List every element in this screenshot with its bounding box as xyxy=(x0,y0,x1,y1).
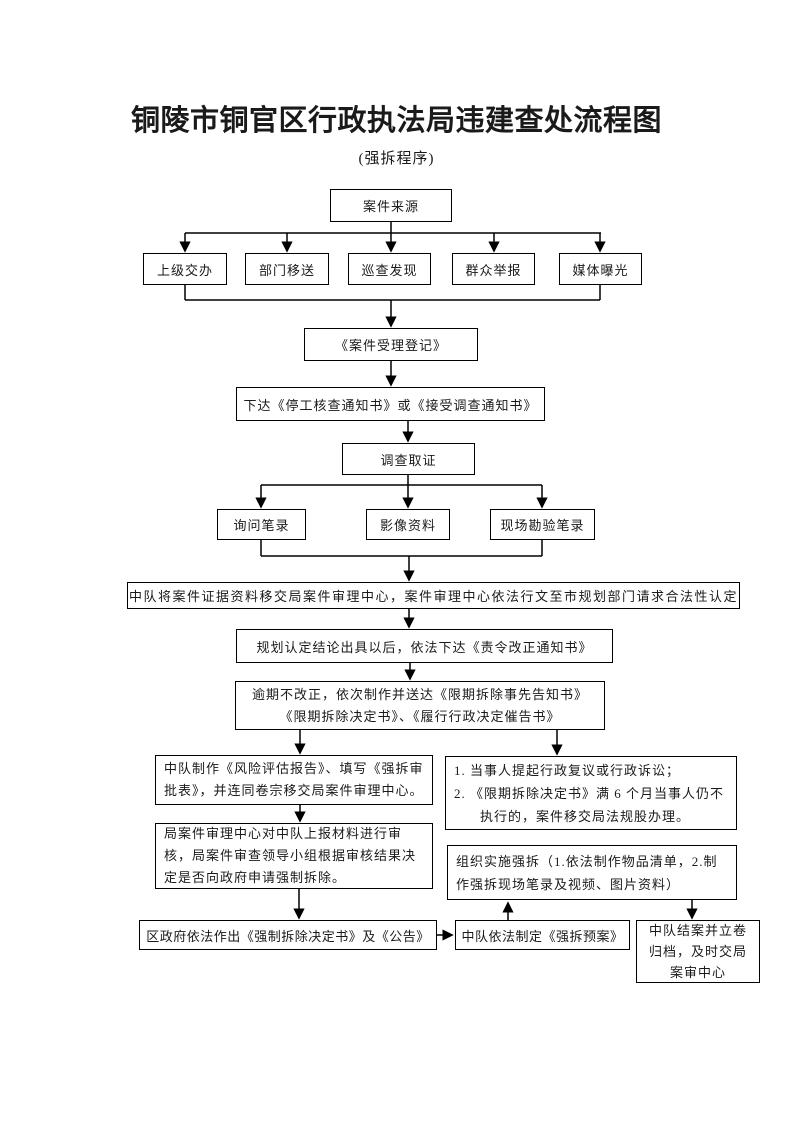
node-risk-report: 中队制作《风险评估报告》、填写《强拆审 批表》，并连同卷宗移交局案件审理中心。 xyxy=(155,755,433,805)
node-line: 逾期不改正，依次制作并送达《限期拆除事先告知书》 xyxy=(251,686,588,702)
node-line: 执行的，案件移交局法规股办理。 xyxy=(480,808,691,824)
node-close-case-archive: 中队结案并立卷 归档，及时交局 案审中心 xyxy=(636,920,760,983)
node-site-survey-record: 现场勘验笔录 xyxy=(490,509,595,540)
node-source-department: 部门移送 xyxy=(245,253,329,285)
node-transfer-to-review-center: 中队将案件证据资料移交局案件审理中心，案件审理中心依法行文至市规划部门请求合法性… xyxy=(127,582,740,609)
node-line: 批表》，并连同卷宗移交局案件审理中心。 xyxy=(164,783,424,798)
node-legal-remedy-note: 1. 当事人提起行政复议或行政诉讼； 2. 《限期拆除决定书》满 6 个月当事人… xyxy=(445,756,737,830)
node-av-material: 影像资料 xyxy=(366,509,450,540)
node-enforce-demolition: 组织实施强拆（1.依法制作物品清单，2.制 作强拆现场笔录及视频、图片资料） xyxy=(447,845,737,900)
node-source-media: 媒体曝光 xyxy=(559,253,642,285)
node-line: 案审中心 xyxy=(669,965,726,980)
node-case-registration: 《案件受理登记》 xyxy=(304,328,478,361)
node-review-and-decide: 局案件审理中心对中队上报材料进行审 核，局案件审查领导小组根据审核结果决 定是否… xyxy=(155,823,433,889)
node-line: 2. 《限期拆除决定书》满 6 个月当事人仍不 xyxy=(454,785,725,801)
page-title: 铜陵市铜官区行政执法局违建查处流程图 xyxy=(130,105,662,137)
node-line: 中队制作《风险评估报告》、填写《强拆审 xyxy=(164,761,424,776)
node-demolition-plan: 中队依法制定《强拆预案》 xyxy=(455,920,630,950)
node-government-decision: 区政府依法作出《强制拆除决定书》及《公告》 xyxy=(139,920,437,950)
node-source-patrol: 巡查发现 xyxy=(348,253,431,285)
node-stop-work-notice: 下达《停工核查通知书》或《接受调查通知书》 xyxy=(236,387,545,421)
node-line: 定是否向政府申请强制拆除。 xyxy=(164,870,347,885)
node-line: 《限期拆除决定书》、《履行行政决定催告书》 xyxy=(279,708,561,724)
node-inquiry-record: 询问笔录 xyxy=(217,509,306,540)
node-source-public-report: 群众举报 xyxy=(452,253,535,285)
node-line: 作强拆现场笔录及视频、图片资料） xyxy=(456,876,681,892)
node-line: 局案件审理中心对中队上报材料进行审 xyxy=(164,826,403,841)
node-investigation: 调查取证 xyxy=(342,443,475,475)
node-case-source: 案件来源 xyxy=(330,189,452,222)
node-source-superior: 上级交办 xyxy=(143,253,227,285)
node-line: 1. 当事人提起行政复议或行政诉讼； xyxy=(454,762,681,778)
node-line: 中队结案并立卷 xyxy=(648,923,747,938)
node-line: 组织实施强拆（1.依法制作物品清单，2.制 xyxy=(456,853,718,869)
node-line: 核，局案件审查领导小组根据审核结果决 xyxy=(164,848,417,863)
node-overdue-demolition-notices: 逾期不改正，依次制作并送达《限期拆除事先告知书》 《限期拆除决定书》、《履行行政… xyxy=(235,681,605,730)
node-order-to-correct: 规划认定结论出具以后，依法下达《责令改正通知书》 xyxy=(236,629,613,663)
page-subtitle: (强拆程序) xyxy=(358,151,435,167)
node-line: 归档，及时交局 xyxy=(648,944,747,959)
